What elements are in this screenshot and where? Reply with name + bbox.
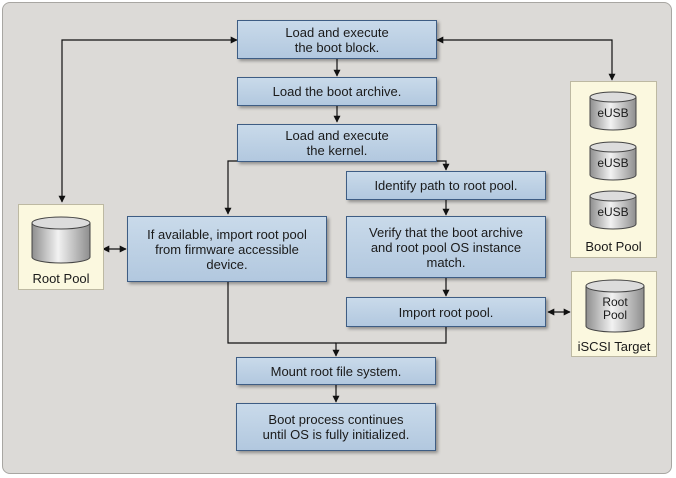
step-load-boot-archive: Load the boot archive. [237,77,437,106]
root-pool-store: Root Pool [18,204,104,290]
line-firmware-to-merge [227,282,336,344]
step-import-firmware: If available, import root pool from firm… [127,216,327,282]
step-boot-continues: Boot process continues until OS is fully… [236,403,436,451]
step-import-root-pool: Import root pool. [346,297,546,327]
step-mount-root: Mount root file system. [236,357,436,385]
arrow-bootblock-bootpool [436,36,616,81]
arrow-bootblock-rootpool [58,36,238,203]
disk-label: eUSB [597,106,629,120]
disk-icon: eUSB [588,189,638,231]
arrow-import-to-mount [332,327,447,357]
iscsi-disk-label: Root Pool [602,295,628,322]
iscsi-target-label: iSCSI Target [577,339,651,354]
arrow-kernel-to-identify [437,160,450,171]
arrow-kernel-to-firmware [224,160,238,215]
iscsi-target-store: Root Pool iSCSI Target [571,271,657,357]
boot-pool-label: Boot Pool [585,239,642,254]
disk-icon [30,215,92,265]
step-identify-path: Identify path to root pool. [346,171,546,200]
disk-label: eUSB [597,156,629,170]
root-pool-label: Root Pool [32,271,90,286]
disk-icon: Root Pool [584,278,646,334]
disk-icon: eUSB [588,90,638,132]
boot-pool-store: eUSB eUSB eUSB Boot Pool [570,81,657,258]
disk-label: eUSB [597,205,629,219]
step-verify-match: Verify that the boot archive and root po… [346,216,546,278]
disk-icon: eUSB [588,140,638,182]
step-load-boot-block: Load and execute the boot block. [237,20,437,59]
step-load-kernel: Load and execute the kernel. [237,124,437,162]
